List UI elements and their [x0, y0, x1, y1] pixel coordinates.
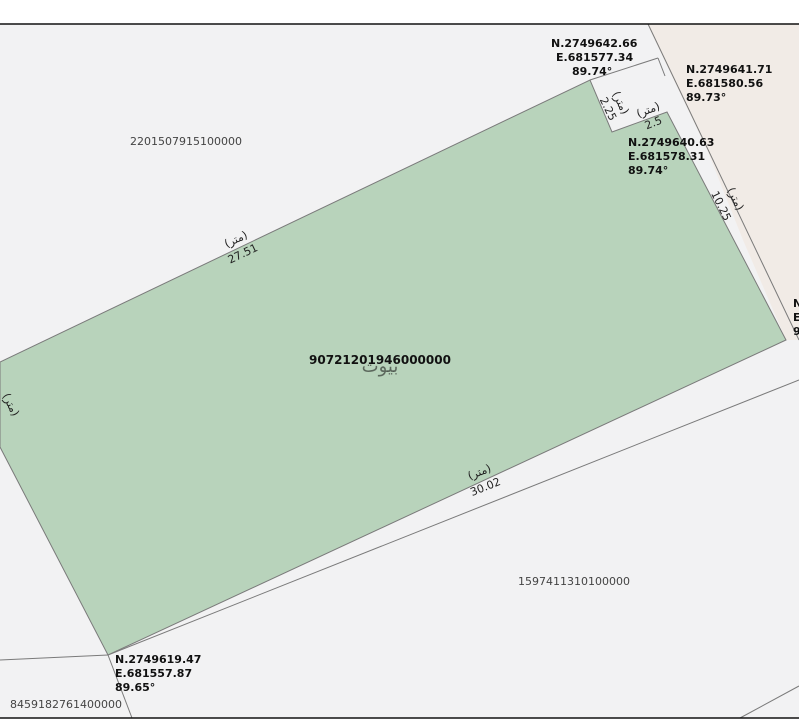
neighbor-parcel-id-south: 1597411310100000	[518, 575, 630, 588]
vertex-easting: E.681580.56	[686, 77, 763, 90]
boundary-southeast-corner	[739, 685, 799, 719]
vertex-northing: N.2749619.47	[115, 653, 201, 666]
neighbor-parcel-id-southwest: 8459182761400000	[10, 698, 122, 711]
watermark-logo: بيوت	[362, 356, 399, 377]
vertex-label-top: N.2749642.66 E.681577.34 89.74°	[551, 37, 638, 78]
vertex-easting: E.681557.87	[115, 667, 192, 680]
subject-parcel-id: 90721201946000000	[309, 353, 451, 367]
vertex-angle: 89.74°	[628, 164, 668, 177]
parcel-boundaries	[0, 23, 799, 719]
vertex-label-southwest: N.2749619.47 E.681557.87 89.65°	[115, 653, 201, 694]
dimension-notch-horizontal: (متر) 2.5	[635, 100, 664, 133]
boundary-notch-top	[589, 57, 659, 81]
vertex-angle: 9	[793, 325, 799, 338]
vertex-angle: 89.65°	[115, 681, 155, 694]
vertex-northing: N	[793, 297, 799, 310]
vertex-easting: E	[793, 311, 799, 324]
boundary-south-lot	[107, 379, 799, 656]
neighbor-parcel-id-north: 2201507915100000	[130, 135, 242, 148]
vertex-northing: N.2749642.66	[551, 37, 638, 50]
vertex-angle: 89.73°	[686, 91, 726, 104]
vertex-northing: N.2749640.63	[628, 136, 714, 149]
vertex-label-east-cut: N E 9	[793, 297, 799, 338]
vertex-angle: 89.74°	[572, 65, 612, 78]
boundary-southwest	[107, 654, 133, 719]
subject-parcel[interactable]	[0, 79, 787, 656]
boundary-notch-right	[657, 57, 666, 77]
vertex-label-notch: N.2749640.63 E.681578.31 89.74°	[628, 136, 714, 177]
vertex-northing: N.2749641.71	[686, 63, 772, 76]
vertex-easting: E.681577.34	[556, 51, 633, 64]
vertex-easting: E.681578.31	[628, 150, 705, 163]
boundary-west-lot	[0, 654, 109, 661]
vertex-label-northeast: N.2749641.71 E.681580.56 89.73°	[686, 63, 772, 104]
boundary-east-diagonal	[647, 23, 799, 341]
dimension-value: 2.5	[643, 114, 664, 133]
